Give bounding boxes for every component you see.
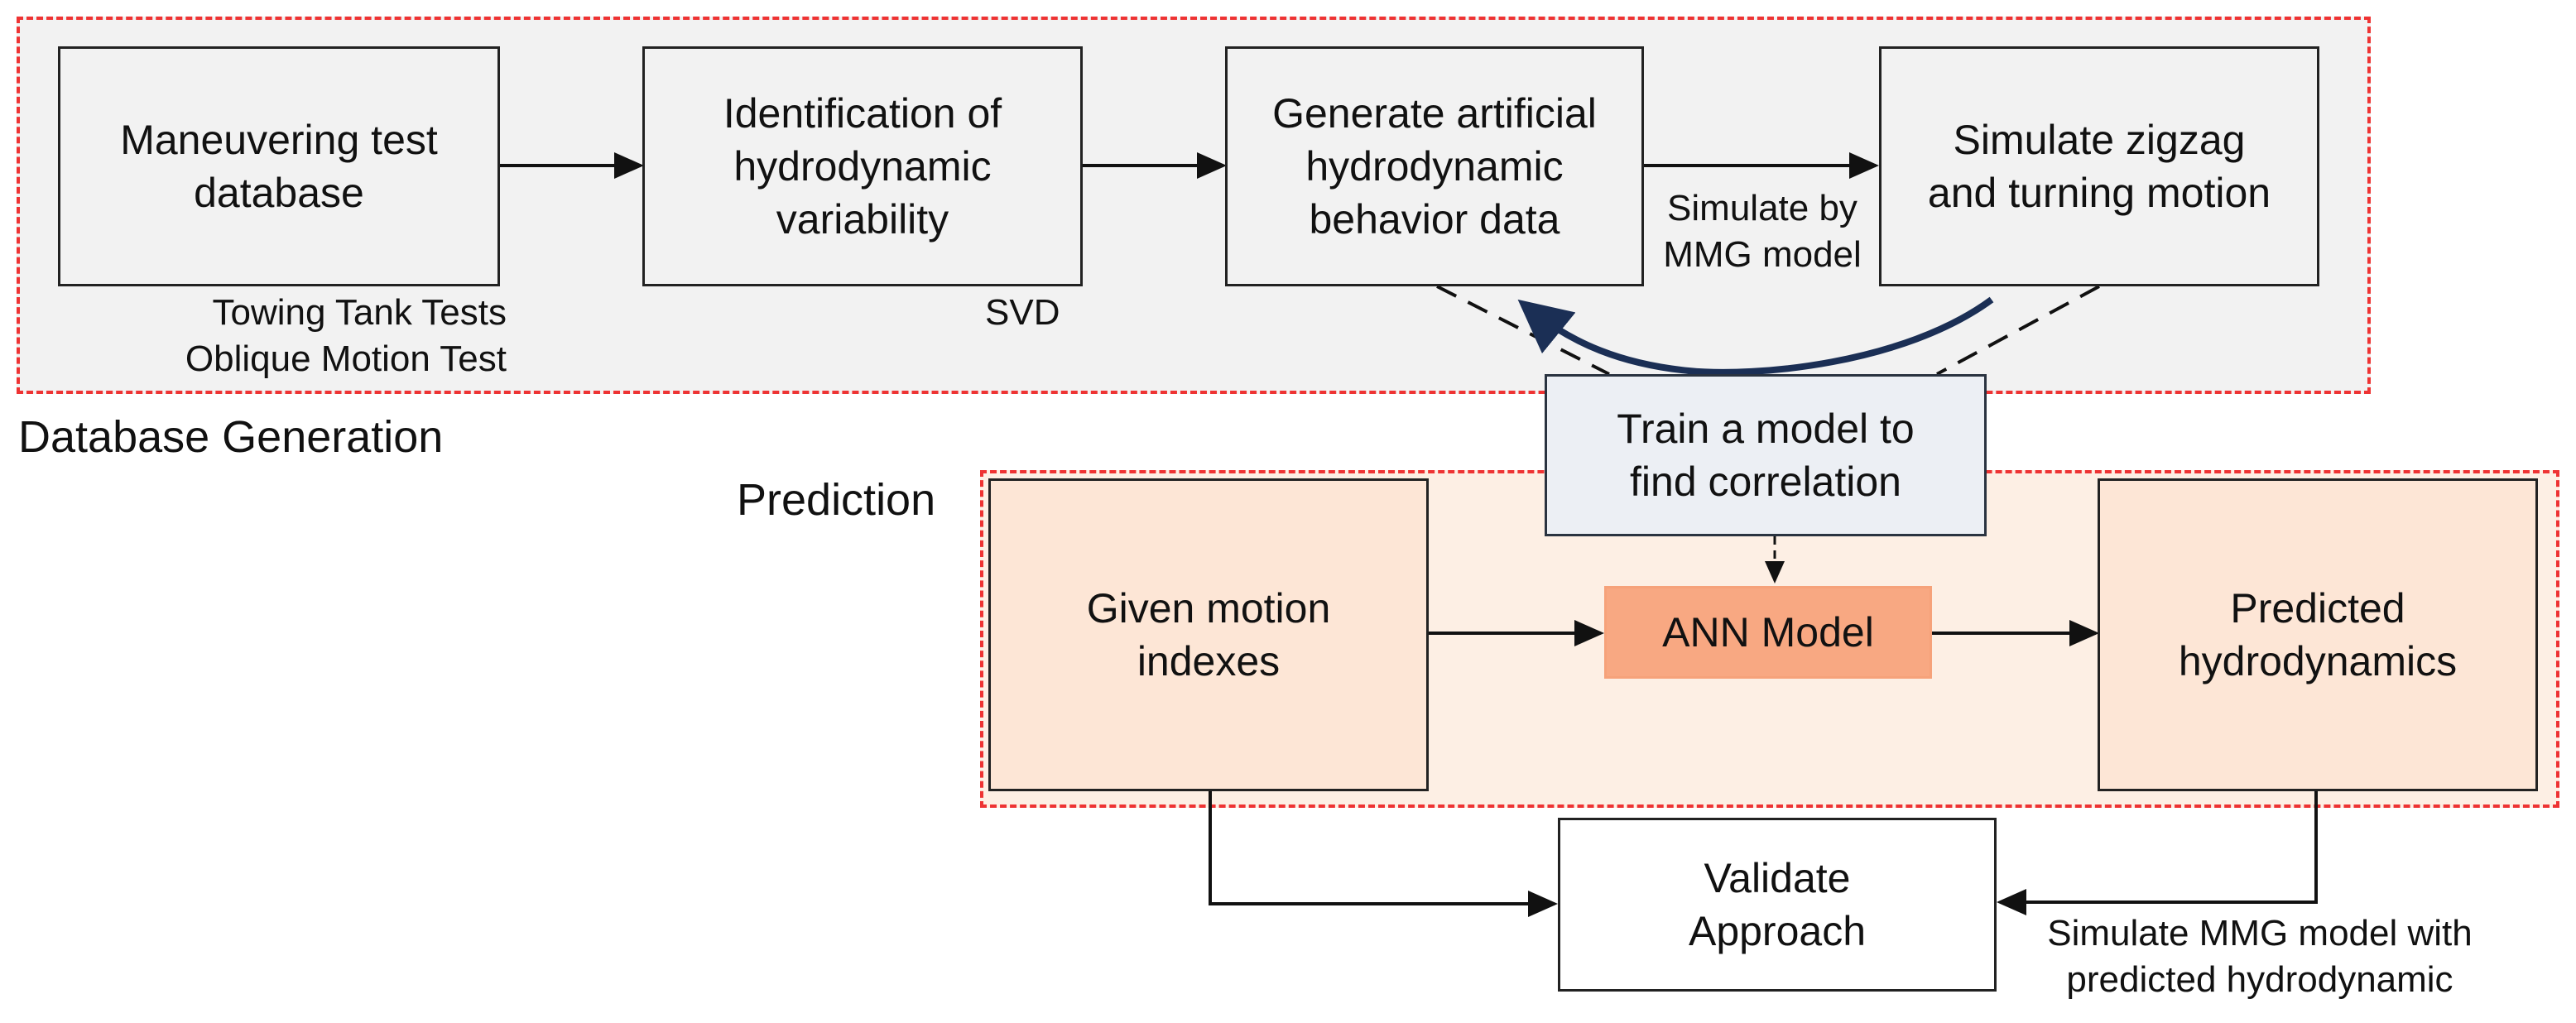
validate-approach-box: Validate Approach [1558,818,1997,992]
arrow-predicted-to-validate [1997,791,2318,915]
dashed-simulate-to-train [1936,285,2100,376]
prediction-label: Prediction [737,475,936,525]
towing-tank-label: Towing Tank Tests Oblique Motion Test [185,292,507,379]
simulate-mmg-predicted-label: Simulate MMG model with predicted hydrod… [2047,913,2473,1000]
dashed-generate-to-train [1436,285,1610,376]
database-generation-label: Database Generation [18,412,444,462]
arrow-given-to-validate [1209,791,1558,917]
generate-artificial-data-box: Generate artificial hydrodynamic behavio… [1225,46,1644,286]
identification-variability-box: Identification of hydrodynamic variabili… [642,46,1083,286]
maneuvering-test-database-box: Maneuvering test database [58,46,500,286]
svd-label: SVD [985,292,1060,333]
given-motion-indexes-box: Given motion indexes [988,478,1429,791]
predicted-hydrodynamics-box: Predicted hydrodynamics [2098,478,2538,791]
train-model-box: Train a model to find correlation [1545,374,1987,536]
curved-feedback-arrow [1517,296,1994,376]
ann-model-box: ANN Model [1604,586,1932,679]
simulate-by-mmg-label: Simulate by MMG model [1663,188,1862,275]
simulate-zigzag-box: Simulate zigzag and turning motion [1879,46,2319,286]
